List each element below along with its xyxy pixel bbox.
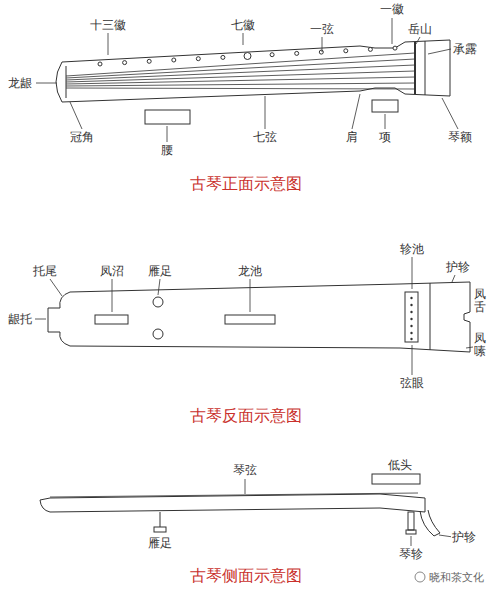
- neck-box: [372, 100, 398, 112]
- part-label: 七徽: [230, 18, 256, 33]
- longchi: [225, 315, 275, 324]
- chenglu: [425, 41, 426, 95]
- part-label: 岳山: [407, 22, 433, 37]
- hui-dots: [98, 46, 397, 66]
- part-label: 护轸: [451, 530, 477, 545]
- huzhen-line: [430, 283, 431, 350]
- qin-side-body: [40, 494, 425, 512]
- qin-string: [50, 493, 418, 497]
- qinzhen-peg: [408, 512, 414, 530]
- leader-lines: [245, 474, 453, 546]
- leader-lines: [36, 18, 458, 142]
- part-label: 十三徽: [89, 18, 127, 33]
- hui-dot: [123, 61, 127, 65]
- watermark: 晓和茶文化: [428, 570, 485, 585]
- part-label: 一徽: [379, 2, 405, 17]
- qinzhen-knob: [406, 530, 416, 534]
- hui-dot: [368, 47, 372, 51]
- part-label: 凤沼: [99, 264, 125, 279]
- part-label: 七弦: [252, 130, 278, 145]
- hui-dot: [172, 58, 176, 62]
- qin-back-body: [48, 282, 470, 352]
- part-label: 腰: [160, 143, 174, 158]
- hui-dot: [393, 46, 397, 50]
- part-label: 一弦: [309, 22, 335, 37]
- part-label: 龈托: [7, 312, 33, 327]
- qin-string: [66, 59, 415, 78]
- qin-string: [66, 77, 415, 84]
- part-label: 项: [378, 130, 392, 145]
- hui-dot: [344, 49, 348, 53]
- part-label: 琴额: [447, 130, 473, 145]
- yanzu: [153, 329, 163, 339]
- part-label: 肩: [345, 130, 359, 145]
- zhenchi: [405, 292, 418, 342]
- ditou-bracket: [372, 474, 420, 484]
- part-label: 琴弦: [232, 463, 258, 478]
- yueshan: [414, 42, 416, 94]
- yanzu-foot: [154, 527, 166, 532]
- part-label: 冠角: [69, 130, 95, 145]
- fengzhao: [95, 315, 128, 324]
- figure-caption: 古琴正面示意图: [189, 174, 303, 194]
- hui-dot: [221, 55, 225, 59]
- huzhen-side: [420, 510, 440, 536]
- part-label: 低头: [387, 458, 413, 473]
- waist-box: [145, 110, 190, 124]
- qin-string: [66, 88, 415, 89]
- part-label: 凤舌: [474, 288, 486, 314]
- hui-dot: [196, 57, 200, 61]
- yanzu: [153, 297, 163, 307]
- leader-lines: [35, 257, 473, 375]
- part-label: 托尾: [32, 264, 58, 279]
- part-label: 龙龈: [7, 76, 33, 91]
- string-holes: [410, 297, 412, 340]
- yanzu-peg: [160, 512, 161, 527]
- part-label: 雁足: [147, 536, 173, 551]
- part-label: 护轸: [445, 260, 471, 275]
- hui-dot: [295, 51, 299, 55]
- part-label: 龙池: [237, 264, 263, 279]
- hui-dot: [319, 50, 323, 54]
- qin-string: [66, 83, 415, 86]
- strings: [66, 53, 415, 89]
- hui-dot: [147, 59, 151, 63]
- figure-caption: 古琴侧面示意图: [189, 566, 303, 586]
- part-label: 雁足: [147, 264, 173, 279]
- part-label: 轸池: [399, 242, 425, 257]
- hui-dot: [244, 53, 251, 60]
- part-label: 弦眼: [399, 376, 425, 391]
- figure-caption: 古琴反面示意图: [189, 406, 303, 426]
- watermark-icon: [415, 572, 425, 582]
- part-label: 承露: [452, 42, 478, 57]
- hui-dot: [270, 53, 274, 57]
- hui-dot: [98, 62, 102, 66]
- part-label: 凤嗉: [474, 332, 486, 358]
- part-label: 琴轸: [398, 547, 424, 562]
- qin-front-body: [56, 40, 450, 102]
